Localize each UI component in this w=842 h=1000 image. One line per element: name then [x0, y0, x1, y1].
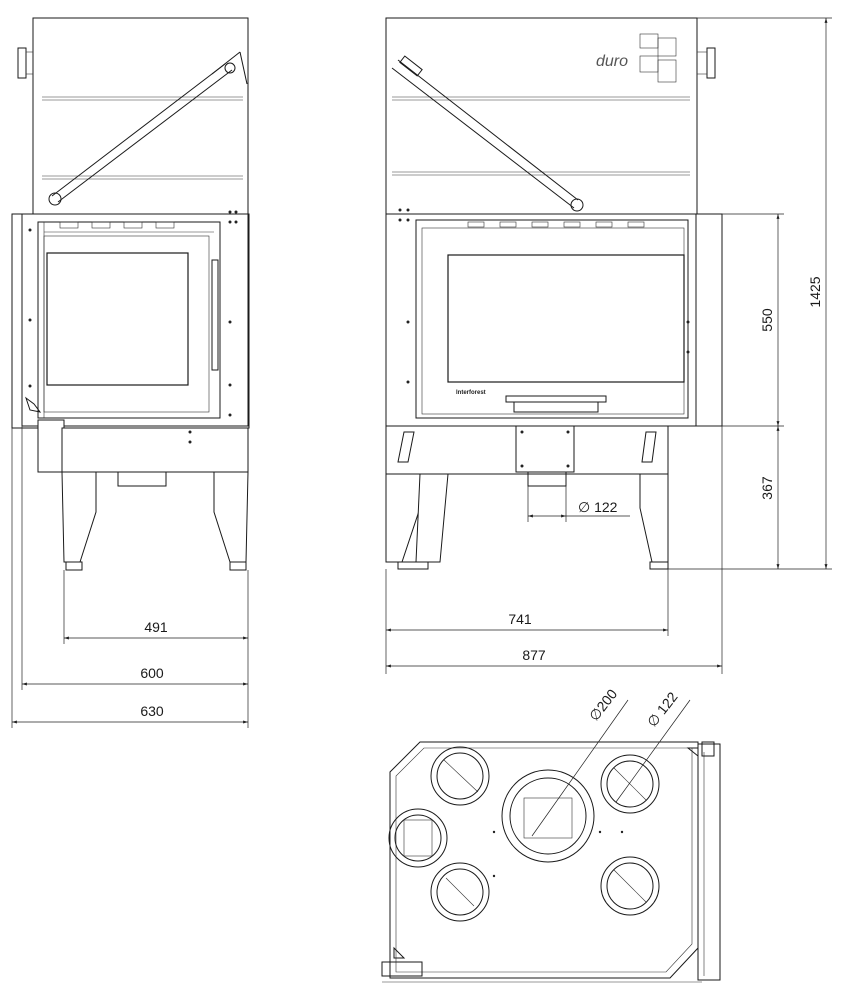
front-glass-window	[46, 252, 189, 386]
dim-1425: 1425	[807, 276, 823, 307]
dim-741: 741	[508, 611, 532, 627]
outlet-small-2	[388, 808, 448, 868]
top-view: ∅200 ∅ 122	[381, 686, 721, 983]
dim-630: 630	[140, 703, 164, 719]
outlet-small-4	[600, 754, 660, 814]
outlet-small-5	[600, 856, 660, 916]
dim-367: 367	[759, 476, 775, 500]
side-horizontal-dimensions: 741 877	[385, 426, 723, 674]
dim-dia-122: ∅ 122	[644, 689, 681, 730]
outlet-small-3	[430, 862, 490, 922]
dim-pipe-122: ∅ 122	[578, 499, 618, 515]
side-pipe-dimension: ∅ 122	[527, 486, 630, 522]
side-view: duro Interforest	[385, 17, 832, 674]
front-view: 491 600 630	[11, 17, 250, 728]
side-glass-window	[447, 254, 685, 383]
door-lever	[48, 51, 248, 206]
brand-logo: duro	[596, 33, 677, 83]
dim-600: 600	[140, 665, 164, 681]
side-vertical-dimensions: 1425 550 367	[668, 17, 832, 570]
side-door-lever	[391, 55, 584, 212]
dim-491: 491	[144, 619, 168, 635]
dim-550: 550	[759, 308, 775, 332]
dim-877: 877	[522, 647, 546, 663]
door-marking: Interforest	[456, 390, 486, 396]
outlet-large-200	[501, 769, 595, 863]
outlet-small-1	[430, 746, 490, 806]
brand-text: duro	[596, 53, 628, 70]
front-dimensions: 491 600 630	[11, 426, 249, 728]
